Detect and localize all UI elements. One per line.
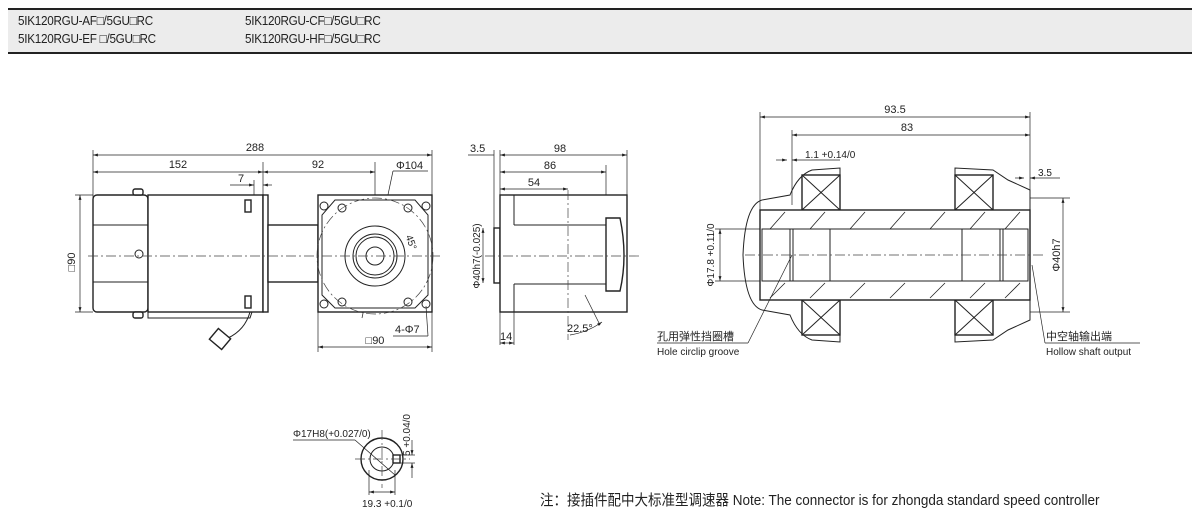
- dim-bore: Φ17H8(+0.027/0): [293, 429, 371, 440]
- dim-groove: 1.1 +0.14/0: [805, 150, 856, 161]
- dim-outer: Φ40h7: [1051, 238, 1063, 271]
- dim-offset: 3.5: [470, 143, 485, 155]
- model-name: 5IK120RGU-EF □/5GU□RC: [18, 31, 156, 46]
- bore-detail: Φ17H8(+0.027/0) 5 +0.04/0 19.3 +0.1/0: [293, 414, 415, 510]
- model-name: 5IK120RGU-AF□/5GU□RC: [18, 13, 153, 28]
- label-groove-cn: 孔用弹性挡圈槽: [657, 329, 734, 343]
- dim-motor: 152: [169, 159, 187, 171]
- side-view: 3.5 98 86 54 Φ40h7(-0.025) 14 22.5°: [468, 143, 640, 345]
- dim-total: 93.5: [884, 104, 905, 116]
- dim-flange: 7: [238, 173, 244, 185]
- dim-key: 5 +0.04/0: [402, 414, 413, 456]
- front-view: 288 152 92 7 □90 Φ104 45°: [66, 142, 440, 352]
- label-groove-en: Hole circlip groove: [657, 347, 740, 358]
- dim-angle: 22.5°: [567, 323, 593, 335]
- label-output-en: Hollow shaft output: [1046, 347, 1131, 358]
- dim-shaft: Φ40h7(-0.025): [472, 223, 483, 288]
- label-output-cn: 中空轴输出端: [1046, 329, 1112, 343]
- dim-pcd: Φ104: [396, 160, 423, 172]
- dim-total: 98: [554, 143, 566, 155]
- dim-14: 14: [500, 331, 512, 343]
- dim-gear: 92: [312, 159, 324, 171]
- model-header: [8, 8, 1192, 54]
- dim-square: □90: [366, 335, 385, 347]
- dim-86: 86: [544, 160, 556, 172]
- dim-angle: 45°: [403, 234, 419, 252]
- dim-bore: Φ17.8 +0.11/0: [706, 223, 717, 287]
- model-name: 5IK120RGU-CF□/5GU□RC: [245, 13, 381, 28]
- dim-depth: 19.3 +0.1/0: [362, 499, 413, 510]
- dim-offset: 3.5: [1038, 168, 1052, 179]
- dim-total: 288: [246, 142, 264, 154]
- dim-83: 83: [901, 122, 913, 134]
- section-view: 93.5 83 1.1 +0.14/0 3.5 Φ17.8 +0.11/0: [657, 104, 1140, 358]
- dim-54: 54: [528, 177, 540, 189]
- dim-height: □90: [66, 253, 78, 272]
- model-name: 5IK120RGU-HF□/5GU□RC: [245, 31, 381, 46]
- dim-holes: 4-Φ7: [395, 324, 420, 336]
- connector-note: 注：接插件配中大标准型调速器 Note: The connector is fo…: [540, 492, 1100, 509]
